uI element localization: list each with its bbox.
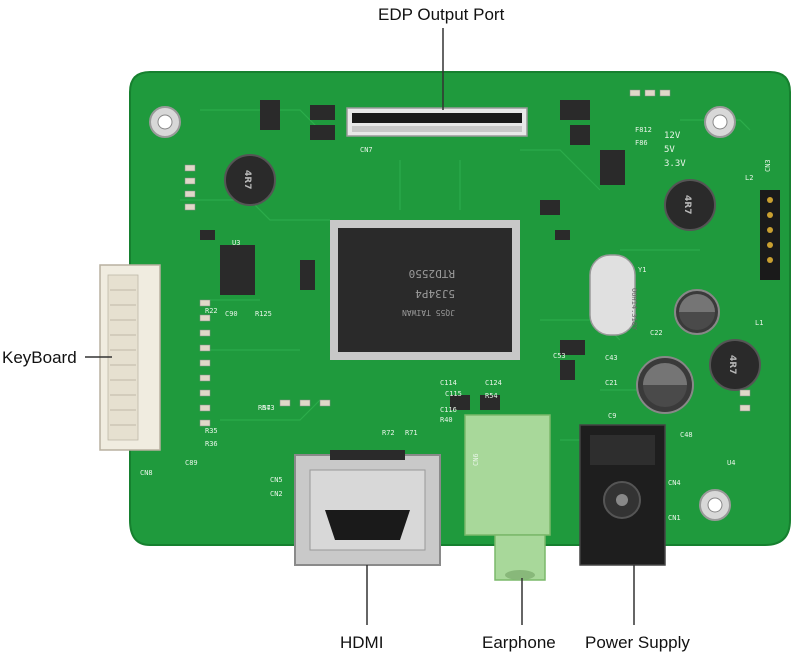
power-jack <box>579 424 666 566</box>
smd-resistors <box>184 89 751 427</box>
capacitor-c5 <box>674 289 720 335</box>
silk-r40: R40 <box>440 416 453 424</box>
silk-c53: C53 <box>553 352 566 360</box>
silk-y1: Y1 <box>638 266 646 274</box>
silk-voltage-33: 3.3V <box>664 159 686 169</box>
silk-c22: C22 <box>650 329 663 337</box>
svg-text:4R7: 4R7 <box>242 170 252 189</box>
header-cn3 <box>760 190 780 280</box>
keyboard-connector <box>99 264 161 451</box>
silk-r22: R22 <box>205 307 218 315</box>
silk-r125: R125 <box>255 310 272 318</box>
earphone-label: Earphone <box>482 633 556 652</box>
inductor-left: 4R7 <box>224 154 276 206</box>
callout-lines <box>85 28 635 625</box>
silk-r71: R71 <box>405 429 418 437</box>
svg-text:OUH14.318Y: OUH14.318Y <box>630 288 638 331</box>
silk-r35: R35 <box>205 427 218 435</box>
silk-l1: L1 <box>755 319 763 327</box>
silk-cn5: CN5 <box>270 476 283 484</box>
silk-cn7: CN7 <box>360 146 373 154</box>
silk-l2: L2 <box>745 174 753 182</box>
silk-r43: R43 <box>262 404 275 412</box>
silk-c43: C43 <box>605 354 618 362</box>
silk-c9: C9 <box>608 412 616 420</box>
earphone-jack <box>464 414 551 581</box>
inductor-right-bottom: 4R7 <box>709 339 761 391</box>
silk-cn1: CN1 <box>668 514 681 522</box>
svg-text:4R7: 4R7 <box>682 195 692 214</box>
silk-voltage-12: 12V <box>664 131 681 141</box>
chip-label-main: RTD2550 <box>409 267 455 280</box>
silkscreen-labels: 12V 5V 3.3V F812 F86 CN7 CN5 CN2 CN6 CN4… <box>140 126 772 522</box>
inductor-right-top: 4R7 <box>664 179 716 231</box>
edp-connector <box>346 107 528 137</box>
silk-f812: F812 <box>635 126 652 134</box>
mounting-holes <box>149 106 736 521</box>
silk-c124: C124 <box>485 379 502 387</box>
silk-cn8: CN8 <box>140 469 153 477</box>
silk-c90: C90 <box>225 310 238 318</box>
main-chip: RTD2550 5J34P4 JQ55 TAIWAN <box>330 220 520 360</box>
silk-r72: R72 <box>382 429 395 437</box>
silk-c89: C89 <box>185 459 198 467</box>
hdmi-label: HDMI <box>340 633 384 652</box>
silk-cn3: CN3 <box>764 159 772 172</box>
silk-cn4: CN4 <box>668 479 681 487</box>
silk-cn2: CN2 <box>270 490 283 498</box>
crystal-y1: OUH14.318Y <box>589 254 638 336</box>
chip-label-line2: 5J34P4 <box>415 287 455 300</box>
silk-f86: F86 <box>635 139 648 147</box>
silk-u4: U4 <box>727 459 735 467</box>
silk-c21: C21 <box>605 379 618 387</box>
edp-output-port-label: EDP Output Port <box>378 5 505 24</box>
hdmi-connector <box>294 450 441 566</box>
capacitor-c41 <box>636 356 694 414</box>
silk-c116: C116 <box>440 406 457 414</box>
silk-u3: U3 <box>232 239 240 247</box>
silk-r57: R57 <box>258 404 271 412</box>
silk-c115: C115 <box>445 390 462 398</box>
silk-cn6: CN6 <box>472 453 480 466</box>
power-supply-label: Power Supply <box>585 633 690 652</box>
smd-components <box>200 100 625 410</box>
svg-text:4R7: 4R7 <box>727 355 737 374</box>
silk-c48: C48 <box>680 431 693 439</box>
silk-c114: C114 <box>440 379 457 387</box>
silk-voltage-5: 5V <box>664 145 675 155</box>
silk-r54: R54 <box>485 392 498 400</box>
silk-r36: R36 <box>205 440 218 448</box>
chip-label-line3: JQ55 TAIWAN <box>402 308 455 317</box>
keyboard-label: KeyBoard <box>2 348 77 367</box>
